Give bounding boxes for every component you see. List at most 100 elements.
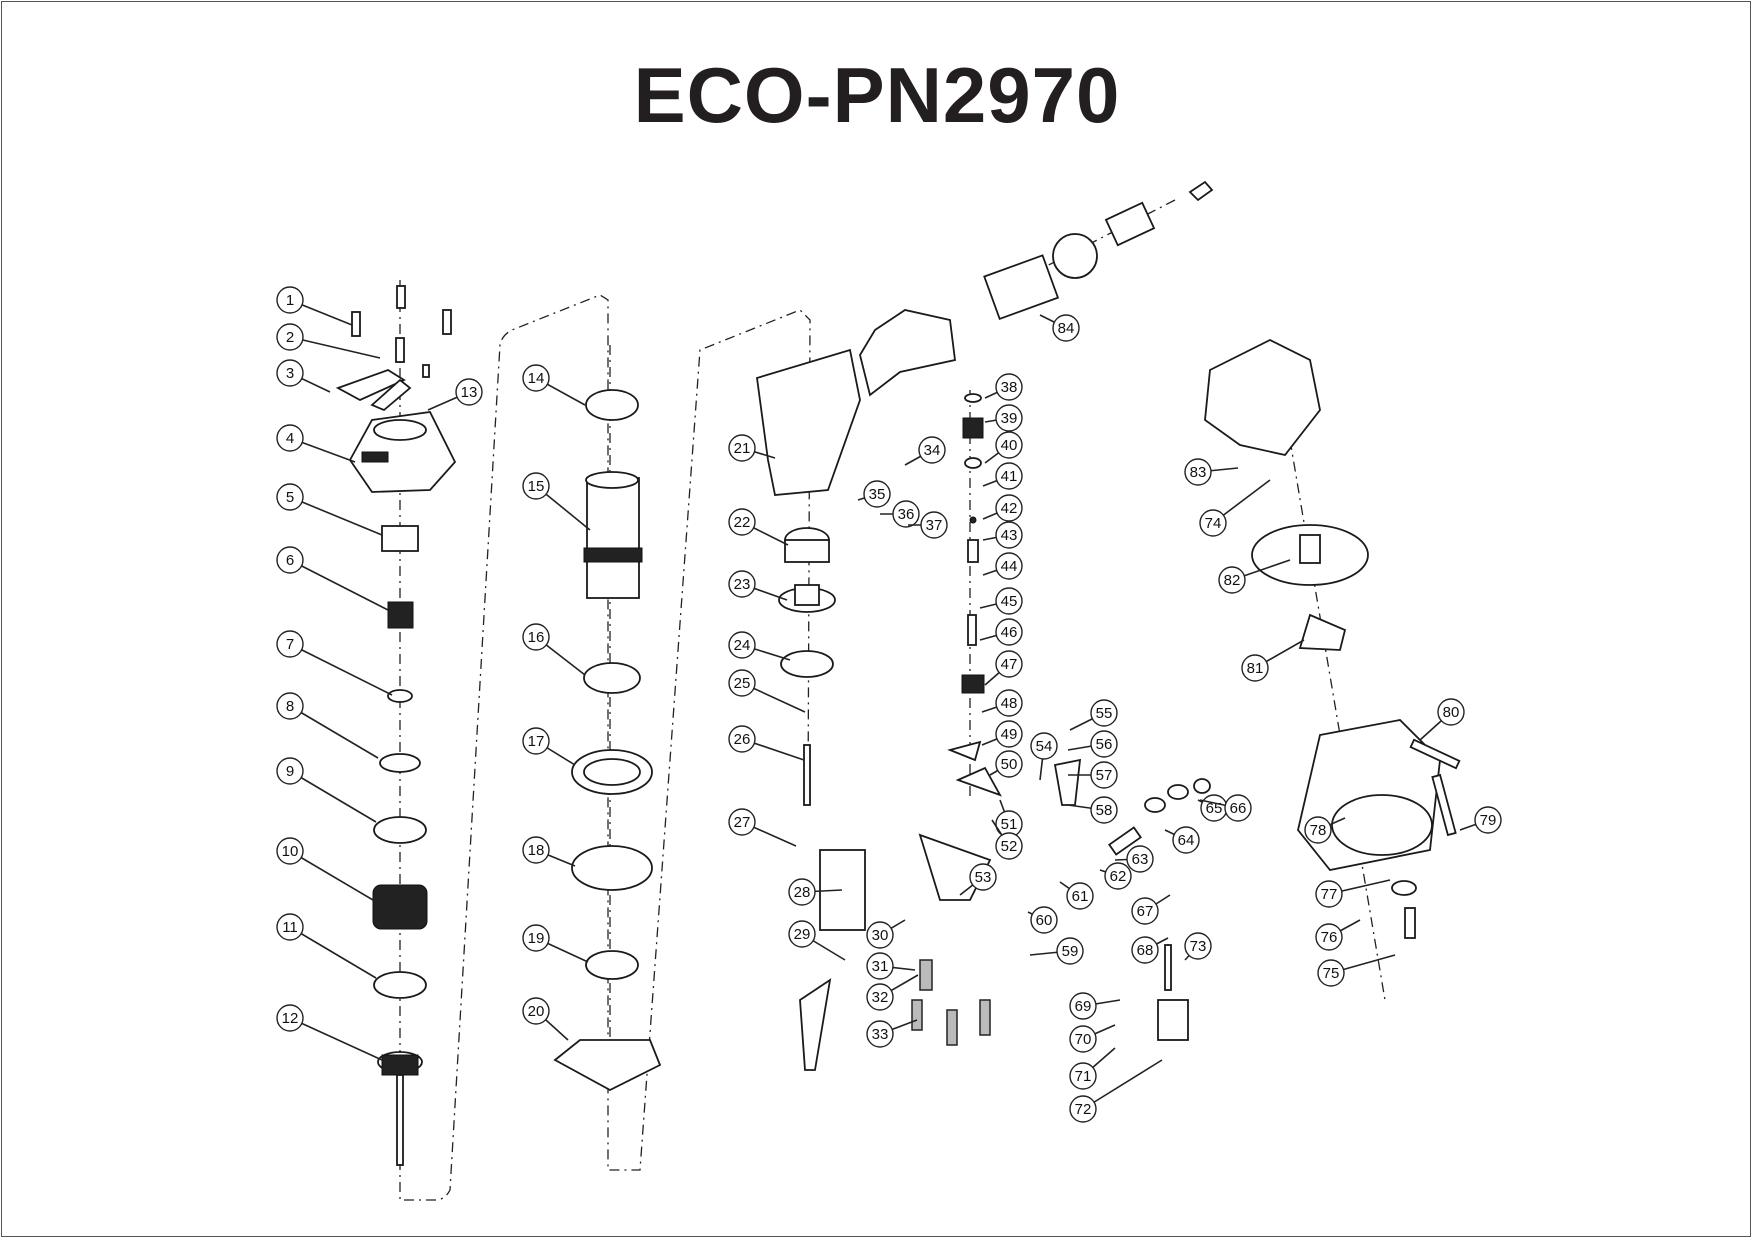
callout-44: 44 <box>982 552 1023 580</box>
callout-number-21: 21 <box>734 440 751 457</box>
callout-number-55: 55 <box>1096 705 1113 722</box>
callout-circle-58 <box>1090 796 1118 824</box>
callout-circle-24 <box>728 631 756 659</box>
callout-number-32: 32 <box>872 989 889 1006</box>
callout-number-72: 72 <box>1075 1101 1092 1118</box>
valve-and-trigger-parts <box>799 393 1211 1071</box>
callout-number-42: 42 <box>1001 500 1018 517</box>
callout-number-25: 25 <box>734 675 751 692</box>
callout-circle-20 <box>522 997 550 1025</box>
callout-5: 5 <box>276 483 383 536</box>
callout-11: 11 <box>276 913 377 979</box>
leader-line-7 <box>289 643 393 696</box>
callout-63: 63 <box>1114 845 1154 873</box>
callout-circle-25 <box>728 669 756 697</box>
callout-36: 36 <box>880 500 920 528</box>
callout-55: 55 <box>1069 699 1118 731</box>
callout-50: 50 <box>989 750 1023 778</box>
callout-circle-82 <box>1218 566 1246 594</box>
callout-number-38: 38 <box>1001 379 1018 396</box>
callout-circle-70 <box>1069 1025 1097 1053</box>
callout-43: 43 <box>982 521 1023 549</box>
callout-circle-23 <box>728 570 756 598</box>
callout-circle-9 <box>276 757 304 785</box>
callout-number-75: 75 <box>1323 965 1340 982</box>
callout-number-71: 71 <box>1075 1068 1092 1085</box>
callout-number-23: 23 <box>734 576 751 593</box>
callout-number-63: 63 <box>1132 851 1149 868</box>
callout-circle-22 <box>728 508 756 536</box>
callout-circle-63 <box>1126 845 1154 873</box>
callout-number-11: 11 <box>282 919 298 936</box>
callout-67: 67 <box>1131 894 1171 925</box>
callout-38: 38 <box>984 373 1023 401</box>
callout-58: 58 <box>1067 796 1118 824</box>
callout-circle-61 <box>1066 882 1094 910</box>
callout-number-36: 36 <box>898 506 915 523</box>
callout-number-1: 1 <box>286 292 294 309</box>
callout-number-62: 62 <box>1110 868 1127 885</box>
callout-number-9: 9 <box>286 763 294 780</box>
callout-number-56: 56 <box>1096 736 1113 753</box>
callout-27: 27 <box>728 808 797 847</box>
callout-number-24: 24 <box>734 637 751 654</box>
main-housing <box>756 180 1214 806</box>
callout-65: 65 <box>1197 794 1228 822</box>
callout-15: 15 <box>522 472 591 531</box>
callout-28: 28 <box>788 878 843 906</box>
callout-46: 46 <box>979 618 1023 646</box>
callout-number-67: 67 <box>1137 903 1154 920</box>
callout-number-14: 14 <box>528 370 545 387</box>
callout-62: 62 <box>1099 862 1132 890</box>
callout-circle-5 <box>276 483 304 511</box>
callout-number-41: 41 <box>1001 468 1018 485</box>
callout-number-29: 29 <box>794 926 811 943</box>
callout-number-74: 74 <box>1205 515 1222 532</box>
callout-circle-45 <box>995 587 1023 615</box>
callout-82: 82 <box>1218 559 1291 594</box>
callout-number-15: 15 <box>528 478 545 495</box>
callout-circle-41 <box>995 462 1023 490</box>
leader-line-2 <box>289 336 381 359</box>
callout-circle-54 <box>1030 732 1058 760</box>
callout-circle-64 <box>1172 826 1200 854</box>
callout-circle-11 <box>276 913 304 941</box>
callout-61: 61 <box>1059 881 1094 910</box>
callout-number-19: 19 <box>528 930 545 947</box>
callout-circle-77 <box>1315 880 1343 908</box>
callout-circle-40 <box>995 431 1023 459</box>
callout-48: 48 <box>981 689 1023 717</box>
callout-13: 13 <box>427 378 483 411</box>
callout-number-64: 64 <box>1178 832 1195 849</box>
callout-circle-66 <box>1224 794 1252 822</box>
callout-number-34: 34 <box>924 442 941 459</box>
callout-number-73: 73 <box>1190 938 1207 955</box>
callout-number-5: 5 <box>286 489 294 506</box>
callout-number-8: 8 <box>286 698 294 715</box>
callout-circle-37 <box>920 511 948 539</box>
callout-71: 71 <box>1069 1047 1116 1090</box>
callout-circle-21 <box>728 434 756 462</box>
callout-54: 54 <box>1030 732 1058 781</box>
callout-circle-81 <box>1241 654 1269 682</box>
callout-circle-38 <box>995 373 1023 401</box>
callout-circle-50 <box>995 750 1023 778</box>
callout-57: 57 <box>1068 761 1118 789</box>
callout-circle-59 <box>1056 937 1084 965</box>
callout-circle-76 <box>1315 923 1343 951</box>
callout-number-31: 31 <box>872 958 889 975</box>
callout-circle-31 <box>866 952 894 980</box>
callout-number-52: 52 <box>1001 838 1018 855</box>
callout-number-3: 3 <box>286 365 294 382</box>
callout-number-77: 77 <box>1321 886 1338 903</box>
leader-line-10 <box>289 850 374 901</box>
callout-number-59: 59 <box>1062 943 1079 960</box>
callout-circle-47 <box>995 650 1023 678</box>
callout-labels: 1234567891011121314151617181920212223242… <box>276 286 1502 1123</box>
callout-53: 53 <box>959 863 997 896</box>
callout-78: 78 <box>1304 816 1346 844</box>
callout-number-7: 7 <box>286 636 294 653</box>
callout-circle-35 <box>863 480 891 508</box>
callout-number-17: 17 <box>528 733 545 750</box>
callout-number-18: 18 <box>528 842 545 859</box>
